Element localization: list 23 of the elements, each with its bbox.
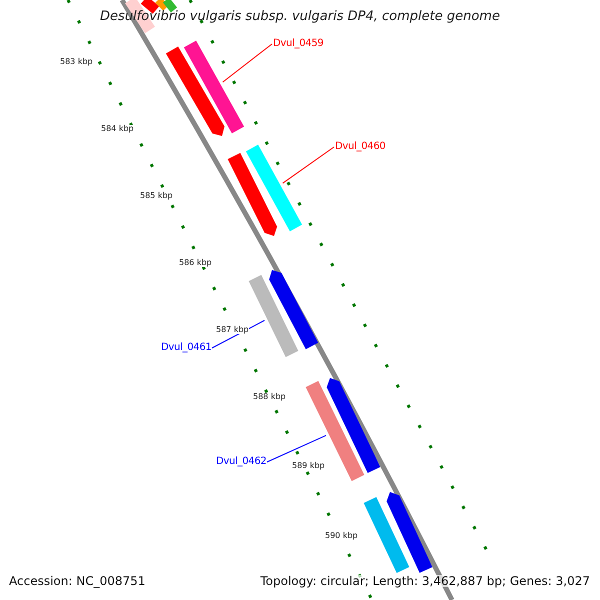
gene-label: Dvul_0462: [216, 457, 266, 467]
scale-label: 583 kbp: [60, 58, 93, 66]
gene-bar: [248, 274, 298, 358]
gene-label: Dvul_0461: [161, 343, 212, 353]
gene-bar: [246, 144, 302, 232]
gene-label: Dvul_0459: [273, 39, 324, 49]
gene-label: Dvul_0460: [335, 142, 386, 152]
leader-line: [222, 44, 272, 83]
scale-label: 589 kbp: [292, 462, 325, 470]
gene-bar: [364, 497, 410, 573]
leader-line: [282, 146, 334, 184]
gene-bar: [184, 40, 244, 134]
gene-bar: [306, 380, 364, 482]
map-title: Desulfovibrio vulgaris subsp. vulgaris DP4, complete genome: [99, 10, 501, 23]
scale-label: 587 kbp: [216, 326, 249, 334]
scale-label: 585 kbp: [140, 192, 173, 200]
scale-label: 586 kbp: [179, 259, 212, 267]
scale-label: 588 kbp: [253, 393, 286, 401]
genome-info-text: Topology: circular; Length: 3,462,887 bp; Genes: 3,027: [260, 575, 590, 587]
accession-text: Accession: NC_008751: [9, 575, 146, 587]
gene-bar: [386, 492, 432, 573]
leader-line: [266, 434, 327, 462]
scale-label: 584 kbp: [101, 125, 134, 133]
